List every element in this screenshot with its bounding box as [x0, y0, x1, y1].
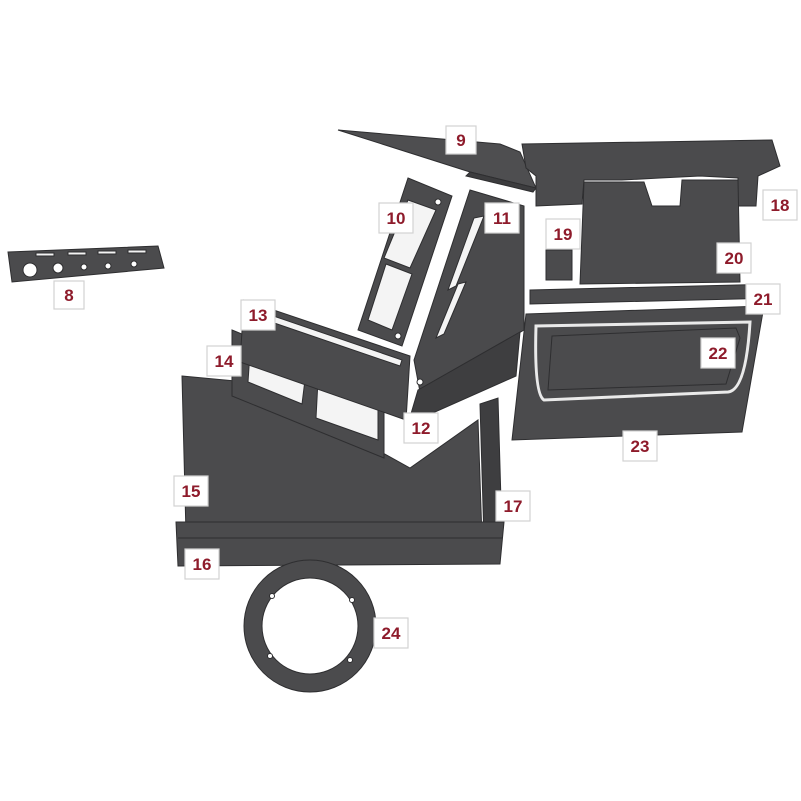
- part-10: [357, 177, 453, 347]
- label-box: [184, 548, 220, 580]
- label-box: [545, 218, 581, 250]
- part-16: [175, 521, 505, 567]
- part-18: [521, 139, 781, 207]
- label-box: [495, 490, 531, 522]
- part-label-10: 10: [378, 202, 414, 234]
- label-box: [53, 280, 85, 310]
- label-box: [622, 430, 658, 462]
- label-number: 15: [182, 482, 201, 501]
- label-number: 18: [771, 196, 790, 215]
- label-box: [173, 475, 209, 507]
- part-21: [529, 283, 779, 305]
- part-24: [243, 559, 377, 693]
- label-number: 19: [554, 225, 573, 244]
- part-label-22: 22: [700, 337, 736, 369]
- label-number: 22: [709, 344, 728, 363]
- part-label-20: 20: [716, 242, 752, 274]
- label-box: [403, 412, 439, 444]
- label-number: 17: [504, 497, 523, 516]
- label-box: [445, 125, 477, 155]
- label-box: [378, 202, 414, 234]
- part-label-23: 23: [622, 430, 658, 462]
- part-label-12: 12: [403, 412, 439, 444]
- part-label-9: 9: [445, 125, 477, 155]
- part-label-17: 17: [495, 490, 531, 522]
- label-number: 9: [456, 131, 465, 150]
- part-label-14: 14: [206, 345, 242, 377]
- label-box: [745, 283, 781, 315]
- part-label-24: 24: [373, 617, 409, 649]
- part-20: [579, 179, 741, 285]
- part-label-18: 18: [762, 189, 798, 221]
- part-19: [545, 249, 573, 281]
- label-number: 12: [412, 419, 431, 438]
- label-number: 23: [631, 437, 650, 456]
- label-number: 13: [249, 306, 268, 325]
- label-box: [206, 345, 242, 377]
- part-13: [239, 299, 411, 421]
- part-label-15: 15: [173, 475, 209, 507]
- part-label-13: 13: [240, 299, 276, 331]
- part-9: [337, 129, 537, 193]
- label-box: [716, 242, 752, 274]
- label-number: 20: [725, 249, 744, 268]
- part-label-11: 11: [484, 202, 520, 234]
- label-number: 11: [493, 209, 511, 228]
- label-number: 16: [193, 555, 212, 574]
- label-number: 8: [64, 286, 73, 305]
- part-8: [7, 245, 165, 283]
- label-number: 14: [215, 352, 234, 371]
- label-box: [762, 189, 798, 221]
- part-labels: 8 9 10 11 12 13 14 15 16 17 18 19 20 21 22 23 24: [53, 125, 798, 649]
- part-label-19: 19: [545, 218, 581, 250]
- label-number: 10: [387, 209, 406, 228]
- label-box: [700, 337, 736, 369]
- part-label-8: 8: [53, 280, 85, 310]
- label-number: 24: [382, 624, 401, 643]
- label-box: [484, 202, 520, 234]
- label-number: 21: [754, 290, 773, 309]
- label-box: [240, 299, 276, 331]
- part-label-21: 21: [745, 283, 781, 315]
- part-label-16: 16: [184, 548, 220, 580]
- label-box: [373, 617, 409, 649]
